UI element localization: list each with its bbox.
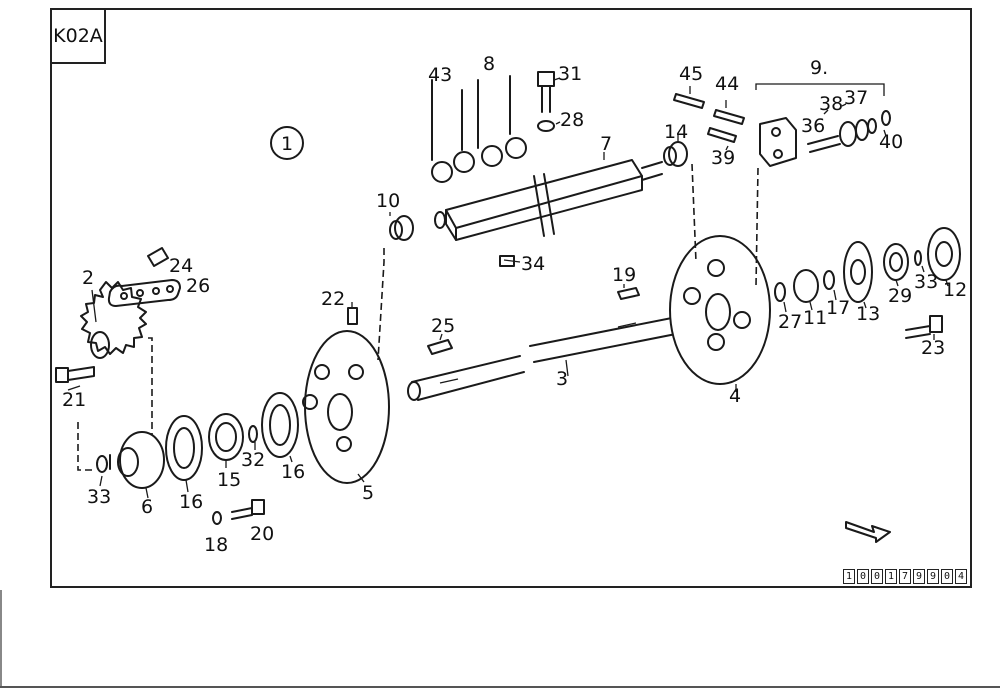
label-part-39: 39 — [711, 147, 735, 169]
label-part-18: 18 — [204, 534, 228, 556]
doc-digit: 0 — [871, 569, 883, 584]
hub-flange — [109, 431, 165, 489]
label-part-25: 25 — [431, 315, 455, 337]
bearing-outer — [883, 243, 909, 281]
doc-digit: 7 — [899, 569, 911, 584]
doc-digit: 9 — [913, 569, 925, 584]
chain-link — [107, 247, 181, 307]
document-number: 1 0 0 1 7 9 9 0 4 — [843, 569, 969, 584]
label-part-3: 3 — [556, 368, 568, 390]
bolt-right — [905, 315, 943, 339]
label-part-20: 20 — [250, 523, 274, 545]
label-part-17: 17 — [826, 297, 850, 319]
sheet-code: K02A — [50, 8, 106, 64]
label-part-45: 45 — [679, 63, 703, 85]
label-part-29: 29 — [888, 285, 912, 307]
key-short — [617, 287, 640, 300]
assembly-number-badge: 1 — [270, 126, 304, 160]
label-part-37: 37 — [844, 87, 868, 109]
label-part-21: 21 — [62, 389, 86, 411]
doc-digit: 0 — [857, 569, 869, 584]
label-part-5: 5 — [362, 482, 374, 504]
doc-digit: 1 — [885, 569, 897, 584]
label-part-24: 24 — [169, 255, 193, 277]
label-part-44: 44 — [715, 73, 739, 95]
label-part-22: 22 — [321, 288, 345, 310]
drawing-frame — [50, 8, 972, 588]
ring — [248, 425, 258, 443]
label-part-23: 23 — [921, 337, 945, 359]
doc-digit: 4 — [955, 569, 967, 584]
bolt — [55, 366, 95, 383]
washer — [774, 282, 786, 302]
end-cap — [927, 227, 961, 281]
bolt-washer — [212, 499, 265, 525]
label-part-10: 10 — [376, 190, 400, 212]
snap-ring-right — [914, 250, 922, 266]
clamp-block — [759, 117, 797, 167]
label-part-7: 7 — [600, 133, 612, 155]
assembly-number: 1 — [281, 133, 293, 155]
doc-digit: 0 — [941, 569, 953, 584]
label-part-31: 31 — [558, 63, 582, 85]
flange — [165, 415, 203, 481]
sprocket — [80, 281, 147, 359]
label-part-34: 34 — [521, 253, 545, 275]
snap-ring — [96, 455, 108, 473]
label-part-33-left: 33 — [87, 486, 111, 508]
label-part-16-right: 16 — [281, 461, 305, 483]
label-part-4: 4 — [729, 385, 741, 407]
bearing-right — [793, 269, 819, 303]
flange-right — [843, 241, 873, 303]
pin-long — [713, 109, 745, 125]
side-mark — [0, 590, 2, 686]
set-screw — [347, 307, 358, 325]
part-labels: 2 3 4 5 6 7 8 9. 10 11 12 13 14 15 16 16… — [62, 53, 967, 556]
direction-arrow-icon — [845, 521, 891, 543]
label-part-2: 2 — [82, 267, 94, 289]
label-part-12: 12 — [943, 279, 967, 301]
label-part-26: 26 — [186, 275, 210, 297]
ring-right — [823, 270, 835, 290]
leader-lines — [67, 77, 949, 499]
spring-left — [431, 79, 475, 183]
label-part-6: 6 — [141, 496, 153, 518]
doc-digit: 1 — [843, 569, 855, 584]
drive-disc — [669, 235, 771, 385]
label-part-28: 28 — [560, 109, 584, 131]
label-part-8: 8 — [483, 53, 495, 75]
label-part-9: 9. — [810, 57, 828, 79]
flange-outer — [261, 392, 299, 458]
bottom-rule — [0, 686, 1000, 688]
bushing-right — [663, 141, 688, 167]
doc-digit: 9 — [927, 569, 939, 584]
pin — [673, 93, 705, 109]
label-part-32: 32 — [241, 449, 265, 471]
label-part-36: 36 — [801, 115, 825, 137]
shaft — [407, 315, 690, 401]
adjuster — [807, 110, 891, 153]
label-part-15: 15 — [217, 469, 241, 491]
label-part-40: 40 — [879, 131, 903, 153]
bushing-left — [389, 215, 414, 241]
label-part-19: 19 — [612, 264, 636, 286]
label-part-27: 27 — [778, 311, 802, 333]
key — [427, 339, 453, 355]
label-part-38: 38 — [819, 93, 843, 115]
pin-short — [707, 127, 737, 143]
bearing — [208, 413, 244, 461]
disc — [302, 330, 390, 484]
label-part-16-left: 16 — [179, 491, 203, 513]
rod — [434, 159, 663, 241]
bolt-top — [537, 71, 555, 132]
label-part-13: 13 — [856, 303, 880, 325]
spring-right — [477, 75, 527, 167]
label-part-43: 43 — [428, 64, 452, 86]
label-part-33-right: 33 — [914, 271, 938, 293]
label-part-11: 11 — [803, 307, 827, 329]
label-part-14: 14 — [664, 121, 688, 143]
